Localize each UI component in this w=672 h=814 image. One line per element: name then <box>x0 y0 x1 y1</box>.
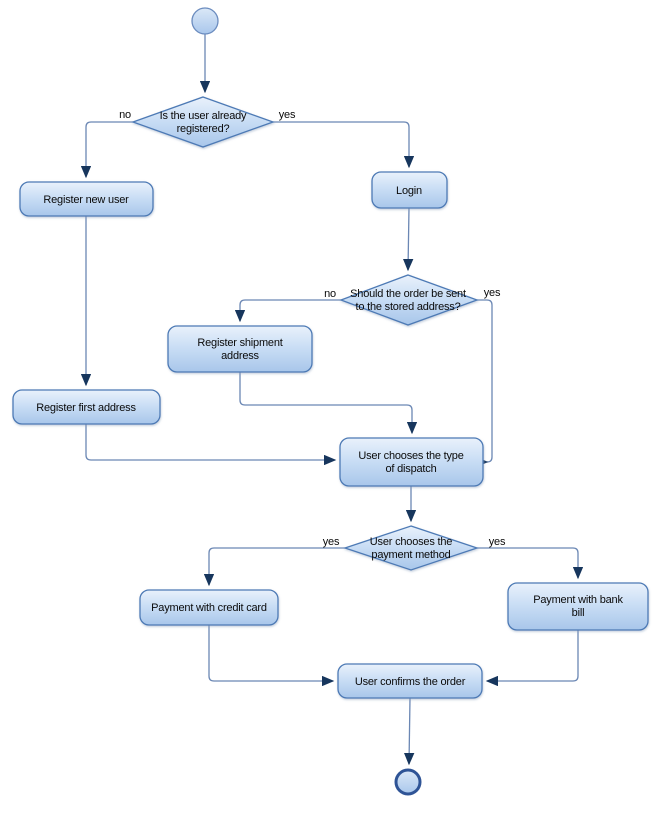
edge-register-shipment-to-choose-dispatch <box>239 372 418 435</box>
decision-payment-method <box>342 525 480 571</box>
edge-label-stored-yes: yes <box>484 287 501 299</box>
end-node <box>394 768 422 796</box>
activity-choose-dispatch-label: of dispatch <box>385 463 436 475</box>
edge-credit-card-to-confirm-order <box>208 625 335 687</box>
activity-login <box>371 171 448 209</box>
activity-register-shipment-address-label: address <box>221 350 259 362</box>
activity-register-new-user-label: Register new user <box>43 194 129 206</box>
edge-stored-yes-to-choose-dispatch <box>477 299 499 468</box>
edge-label-payment-right-yes: yes <box>489 536 506 548</box>
edge-login-to-stored-address-decision <box>402 207 414 272</box>
activity-register-shipment-address <box>167 325 313 373</box>
activity-register-first-address <box>12 389 161 425</box>
edge-label-registered-yes: yes <box>279 109 296 121</box>
decision-stored-address-label: to the stored address? <box>355 301 460 313</box>
edge-label-stored-no: no <box>324 288 336 300</box>
activity-register-shipment-address-label: Register shipment <box>197 337 282 349</box>
edge-label-payment-left-yes: yes <box>323 536 340 548</box>
decision-stored-address-label: Should the order be sent <box>350 288 466 300</box>
activity-payment-credit-card <box>139 589 279 626</box>
edge-first-address-to-choose-dispatch <box>85 424 337 466</box>
activity-payment-bank-bill <box>507 582 649 631</box>
decision-stored-address <box>339 274 479 326</box>
activity-choose-dispatch-label: User chooses the type <box>358 450 463 462</box>
activity-choose-dispatch <box>339 437 484 487</box>
edge-label-registered-no: no <box>119 109 131 121</box>
edge-registered-yes-to-login <box>273 121 415 169</box>
edge-stored-no-to-register-shipment <box>234 299 341 323</box>
activity-register-new-user <box>19 181 154 217</box>
activity-payment-bank-bill-label: bill <box>572 607 585 619</box>
activity-payment-bank-bill-label: Payment with bank <box>533 594 623 606</box>
activity-confirm-order <box>337 663 483 699</box>
decision-user-registered-label: registered? <box>177 123 230 135</box>
decision-payment-method-label: payment method <box>371 549 450 561</box>
activity-register-first-address-label: Register first address <box>36 402 136 414</box>
edge-payment-yes-to-bank-bill <box>477 547 584 580</box>
edge-confirm-order-to-end <box>403 697 415 766</box>
start-node <box>191 7 219 35</box>
decision-payment-method-label: User chooses the <box>370 536 452 548</box>
activity-payment-credit-card-label: Payment with credit card <box>151 602 267 614</box>
activity-confirm-order-label: User confirms the order <box>355 676 466 688</box>
edge-bank-bill-to-confirm-order <box>485 630 579 687</box>
decision-user-registered <box>131 96 275 148</box>
edge-payment-yes-to-credit-card <box>203 547 345 587</box>
decision-user-registered-label: Is the user already <box>160 110 247 122</box>
activity-login-label: Login <box>396 185 422 197</box>
edge-registered-no-to-register-new-user <box>80 121 133 179</box>
